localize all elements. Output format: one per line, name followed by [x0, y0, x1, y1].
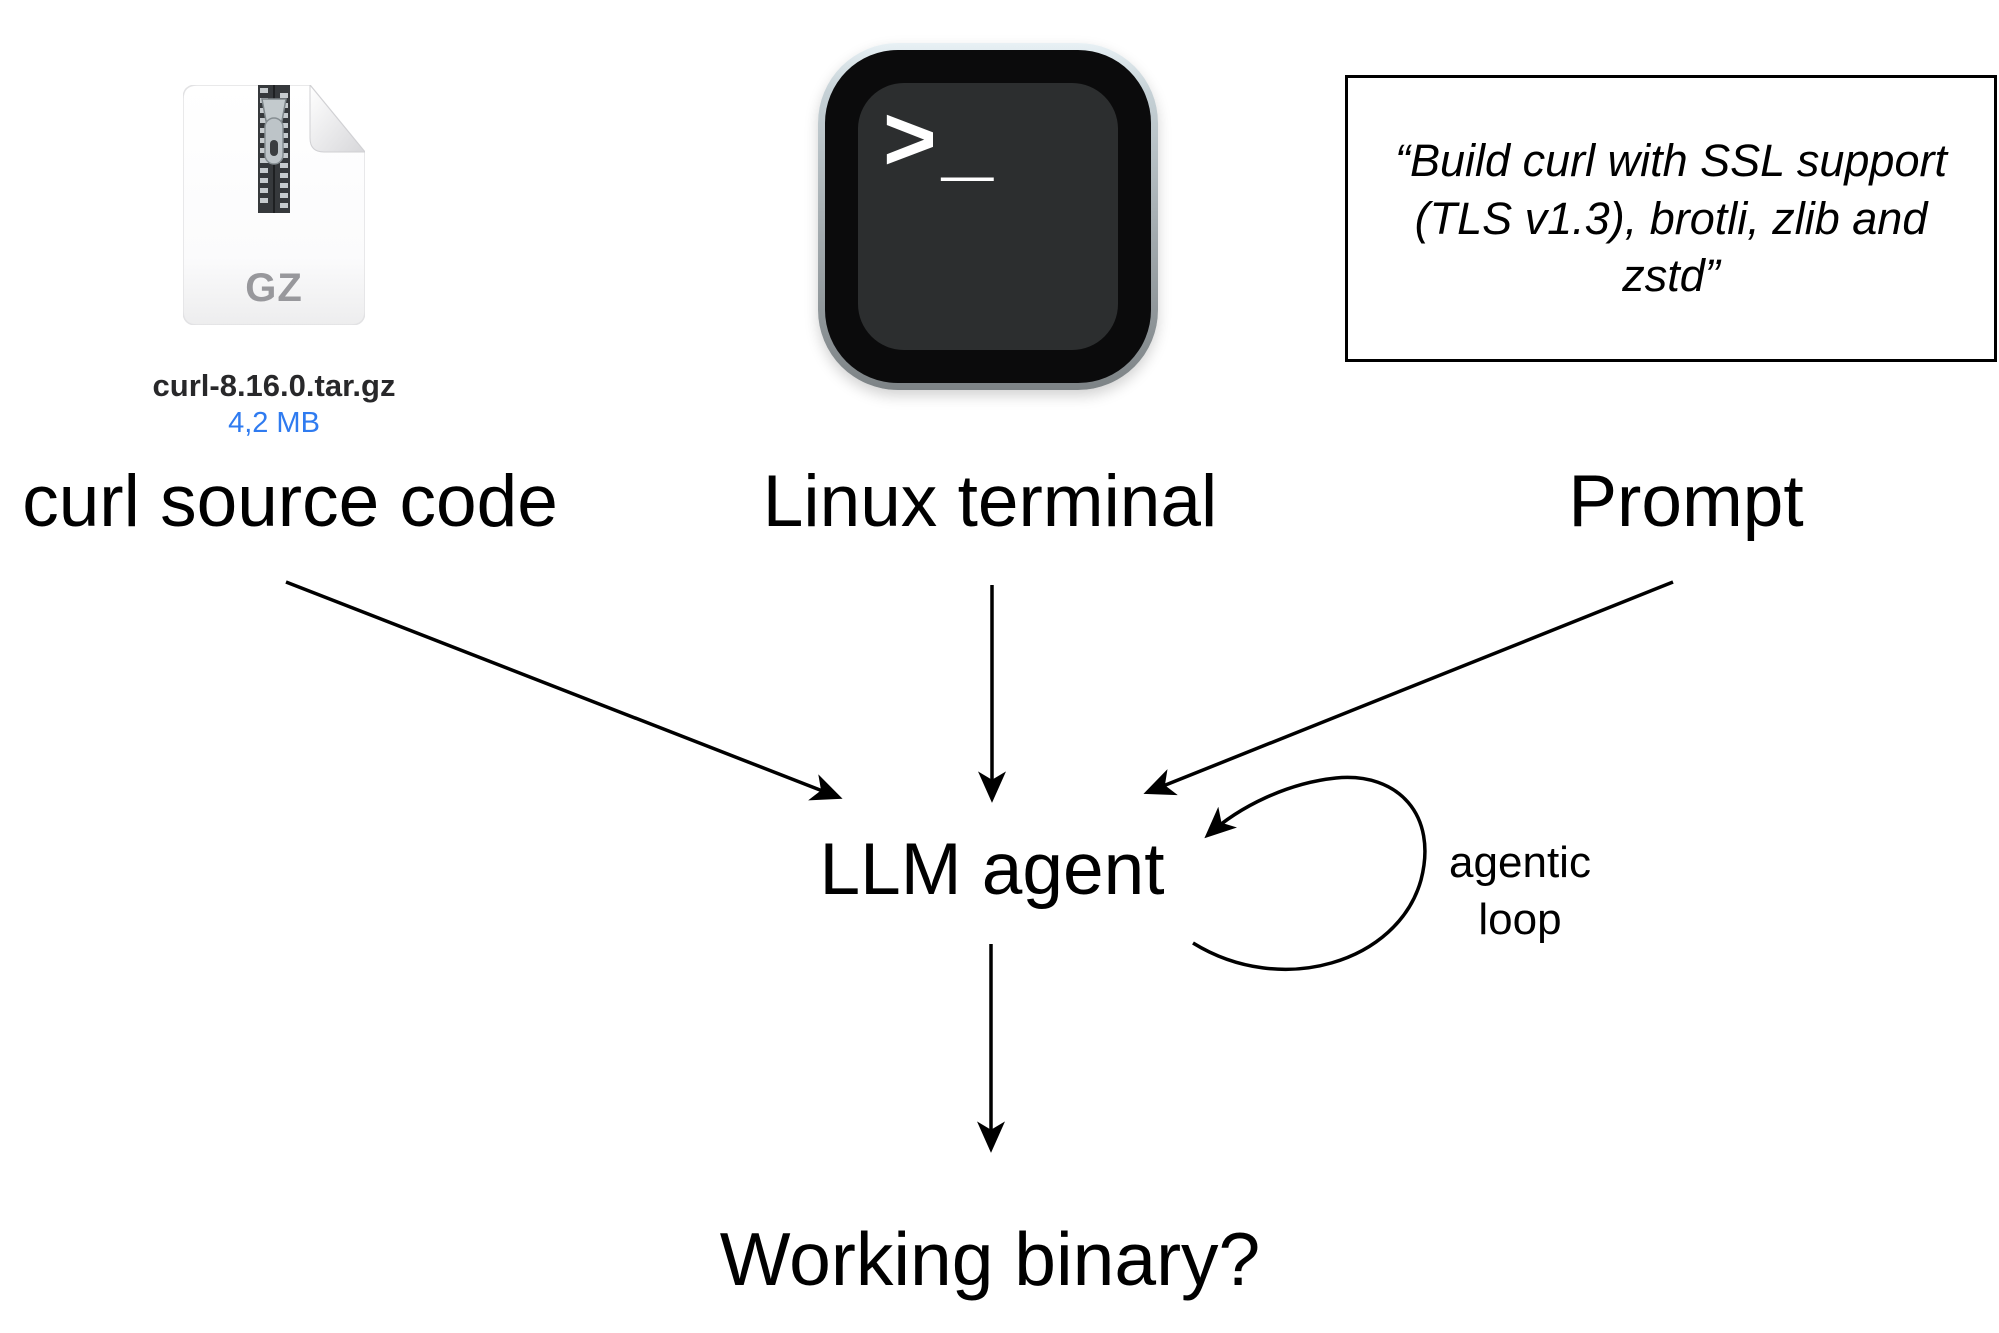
- terminal-icon-screen: >_: [858, 83, 1118, 350]
- label-linux-terminal: Linux terminal: [762, 461, 1218, 542]
- label-curl-source-code: curl source code: [22, 461, 558, 542]
- gz-file-icon: GZ: [182, 83, 367, 326]
- terminal-prompt-glyph: >_: [883, 88, 998, 190]
- prompt-quote-line: zstd”: [1622, 250, 1720, 302]
- arrow-source-to-agent: [285, 580, 843, 801]
- label-prompt: Prompt: [1568, 461, 1804, 542]
- gz-badge-label: GZ: [245, 266, 303, 310]
- file-size: 4,2 MB: [228, 407, 320, 439]
- label-llm-agent: LLM agent: [819, 829, 1165, 910]
- file-name: curl-8.16.0.tar.gz: [152, 368, 396, 403]
- agentic-loop-line: agentic: [1449, 838, 1591, 887]
- terminal-icon-frame: >_: [825, 50, 1151, 383]
- gz-zipper: [258, 85, 290, 213]
- arrow-prompt-to-agent: [1143, 580, 1674, 796]
- agentic-loop-line: loop: [1478, 895, 1562, 945]
- agentic-loop-arrow: [1192, 775, 1427, 972]
- gz-fold-corner: [309, 83, 367, 153]
- label-working-binary: Working binary?: [719, 1217, 1261, 1301]
- prompt-quote-line: “Build curl with SSL support: [1395, 135, 1947, 187]
- prompt-quote-text: “Build curl with SSL support (TLS v1.3),…: [1395, 132, 1947, 305]
- label-agentic-loop: agentic loop: [1449, 834, 1591, 948]
- prompt-quote-line: (TLS v1.3), brotli, zlib and: [1414, 192, 1928, 244]
- prompt-quote-box: “Build curl with SSL support (TLS v1.3),…: [1345, 75, 1997, 362]
- terminal-icon: >_: [818, 43, 1158, 390]
